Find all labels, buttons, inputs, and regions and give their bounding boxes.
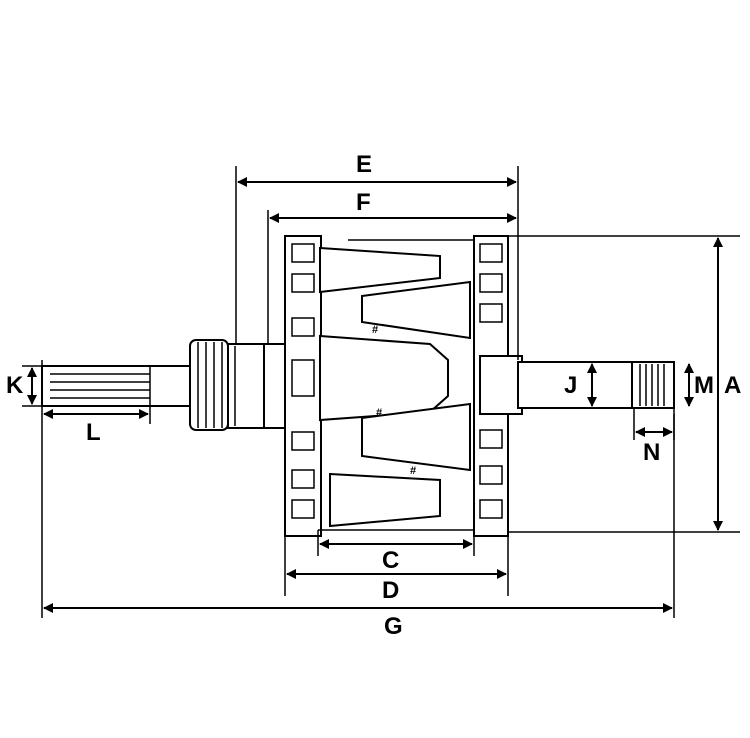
label-k: K [6, 372, 24, 399]
claw-poles: # # # [318, 239, 474, 531]
pole-mark-1: # [372, 324, 378, 336]
dimension-labels: E F C D G L N A K J M [6, 151, 741, 640]
dimension-lines [22, 166, 740, 618]
label-n: N [643, 439, 660, 466]
label-c: C [382, 547, 399, 574]
label-j: J [564, 372, 577, 399]
pole-mark-3: # [410, 465, 416, 477]
left-fan [284, 235, 322, 537]
pole-mark-2: # [376, 407, 382, 419]
label-f: F [356, 189, 371, 216]
label-a: A [724, 372, 741, 399]
label-m: M [694, 372, 714, 399]
label-d: D [382, 577, 399, 604]
label-e: E [356, 151, 372, 178]
rotor-body: # # # [41, 235, 675, 537]
label-g: G [384, 613, 403, 640]
left-shaft [41, 365, 193, 407]
label-l: L [86, 419, 101, 446]
slip-rings [189, 339, 287, 431]
right-shaft [479, 355, 675, 415]
